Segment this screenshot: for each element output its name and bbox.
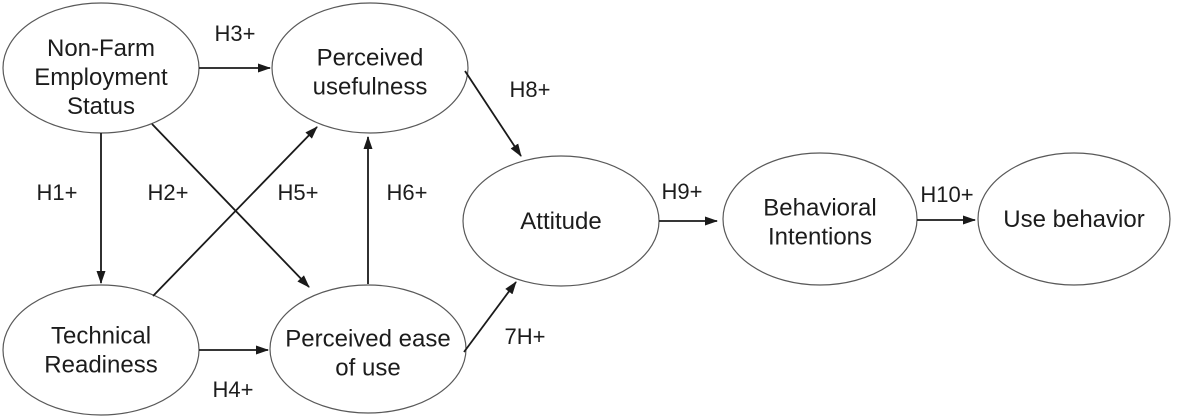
edge-label-h9: H9+ (662, 179, 703, 204)
node-use-behavior (977, 152, 1171, 286)
edge-label-h4: H4+ (213, 377, 254, 402)
edge-label-h10: H10+ (920, 182, 973, 207)
node-label-use-behavior: Use behavior (1003, 206, 1144, 233)
edge-label-h8: H8+ (510, 77, 551, 102)
edge-label-h1: H1+ (37, 180, 78, 205)
edge-h8-arrow (464, 70, 522, 157)
edge-h7-arrow (463, 281, 517, 353)
node-perceived-usefulness (271, 2, 469, 134)
edge-label-h6: H6+ (387, 180, 428, 205)
node-technical-readiness (2, 284, 200, 416)
edge-label-h7: 7H+ (505, 324, 546, 349)
edge-label-h2: H2+ (148, 180, 189, 205)
edge-h2-arrow (151, 123, 310, 288)
node-behavioral-intentions (722, 152, 918, 286)
edge-h5-arrow (152, 126, 318, 297)
edge-label-h5: H5+ (278, 180, 319, 205)
node-label-attitude: Attitude (520, 208, 601, 235)
edge-label-h3: H3+ (215, 21, 256, 46)
